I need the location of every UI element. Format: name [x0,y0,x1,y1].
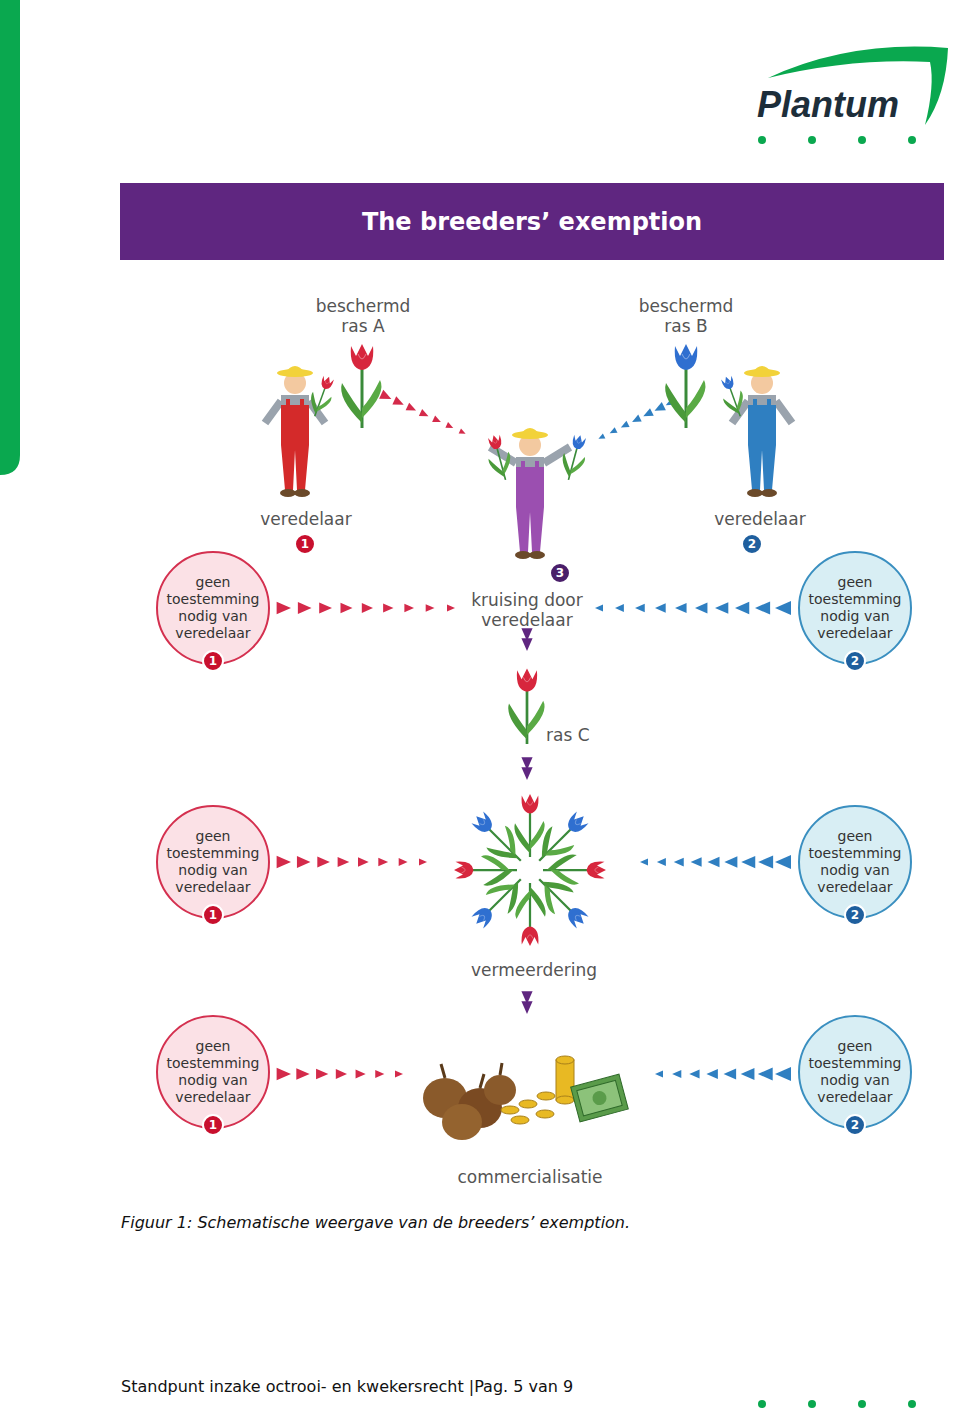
callout-number: 1 [301,538,309,550]
title: The breeders’ exemption [362,208,702,236]
breeder-figure [490,428,570,559]
breeder-figure [265,366,325,497]
step-label: vermeerdering [454,960,614,980]
callout-number: 2 [851,909,859,921]
callout-number: 1 [209,909,217,921]
condition-text: geen toestemming nodig van veredelaar [807,828,903,896]
condition-circle: geen toestemming nodig van veredelaar 2 [798,1015,912,1129]
arrow-chain [277,602,455,615]
arrow-chain [277,856,427,869]
tulip [341,344,381,428]
number-badge: 3 [549,562,571,584]
arrow-chain [521,991,532,1014]
callout-number: 3 [556,567,564,579]
tulip [528,805,594,871]
callout-number: 2 [851,1119,859,1131]
number-badge: 2 [741,533,763,555]
condition-text: geen toestemming nodig van veredelaar [165,574,261,642]
tulip [543,854,606,884]
tulip [483,432,516,482]
condition-circle: geen toestemming nodig van veredelaar 1 [156,1015,270,1129]
logo-dots [758,136,916,1408]
tulip [466,869,532,935]
arrow-chain [379,390,466,434]
tulip [557,432,590,482]
arrow-chain [277,1068,403,1081]
arrow-chain [521,628,532,651]
condition-circle: geen toestemming nodig van veredelaar 2 [798,805,912,919]
number-badge: 2 [844,1114,866,1136]
number-badge: 1 [202,650,224,672]
tulip [716,373,749,419]
caption: Figuur 1: Schematische weergave van de b… [121,1213,881,1232]
bulbs [423,1063,516,1140]
tulip [514,794,544,857]
banknotes [571,1074,629,1122]
arrow-chain [640,855,791,869]
number-badge: 2 [844,904,866,926]
condition-circle: geen toestemming nodig van veredelaar 1 [156,551,270,665]
arrow-chain [655,1067,791,1081]
condition-text: geen toestemming nodig van veredelaar [807,1038,903,1106]
condition-circle: geen toestemming nodig van veredelaar 1 [156,805,270,919]
number-badge: 1 [294,533,316,555]
breeder-figure [732,366,792,497]
callout-number: 1 [209,1119,217,1131]
arrow-chain [521,757,532,780]
coins [501,1056,574,1124]
arrow-chain [598,396,678,439]
side-bar [0,0,20,475]
number-badge: 2 [844,650,866,672]
title-band: The breeders’ exemption [120,183,944,260]
tulip [529,868,595,934]
tulip [305,373,338,419]
step-label: kruising door veredelaar [457,590,597,631]
number-badge: 1 [202,904,224,926]
logo-text: Plantum [757,83,957,126]
tulip [508,668,544,744]
condition-text: geen toestemming nodig van veredelaar [807,574,903,642]
tulip [454,855,517,885]
footer-text: Standpunt inzake octrooi- en kwekersrech… [121,1377,721,1396]
step-label: commercialisatie [440,1167,620,1187]
tulip [515,883,545,946]
tulip [465,806,531,872]
callout-number: 2 [748,538,756,550]
variety-label: ras C [546,725,606,745]
role-label: veredelaar [700,509,820,529]
arrow-chain [595,601,791,615]
condition-text: geen toestemming nodig van veredelaar [165,828,261,896]
variety-label: beschermd ras A [303,296,423,337]
variety-label: beschermd ras B [626,296,746,337]
tulip [665,344,705,428]
number-badge: 1 [202,1114,224,1136]
condition-circle: geen toestemming nodig van veredelaar 2 [798,551,912,665]
role-label: veredelaar [246,509,366,529]
condition-text: geen toestemming nodig van veredelaar [165,1038,261,1106]
callout-number: 1 [209,655,217,667]
callout-number: 2 [851,655,859,667]
